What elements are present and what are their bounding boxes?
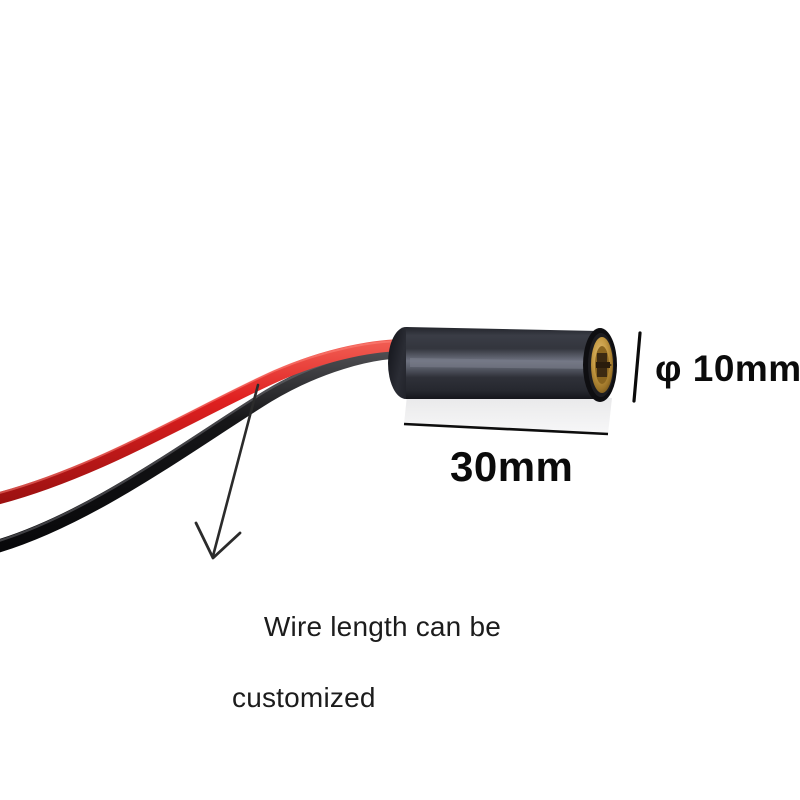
module-specular-band (410, 358, 598, 369)
dimension-tick-diameter (632, 331, 642, 403)
wire-note-line-2: customized (232, 682, 376, 714)
wire-pair (0, 339, 412, 553)
wire-note-line-1: Wire length can be (263, 610, 501, 642)
positive-wire (0, 339, 412, 505)
dimension-line-length (403, 422, 609, 436)
laser-module-body (388, 327, 617, 402)
lens-aperture-slot (596, 362, 610, 368)
wire-length-note: Wire length can be customized (232, 573, 501, 788)
positive-wire-highlight (0, 340, 405, 494)
arrowhead (194, 521, 242, 560)
length-dimension-label: 30mm (450, 443, 574, 490)
wire-callout-arrow (194, 383, 260, 560)
diameter-dimension-label: φ 10mm (655, 348, 800, 389)
negative-wire (0, 345, 411, 553)
